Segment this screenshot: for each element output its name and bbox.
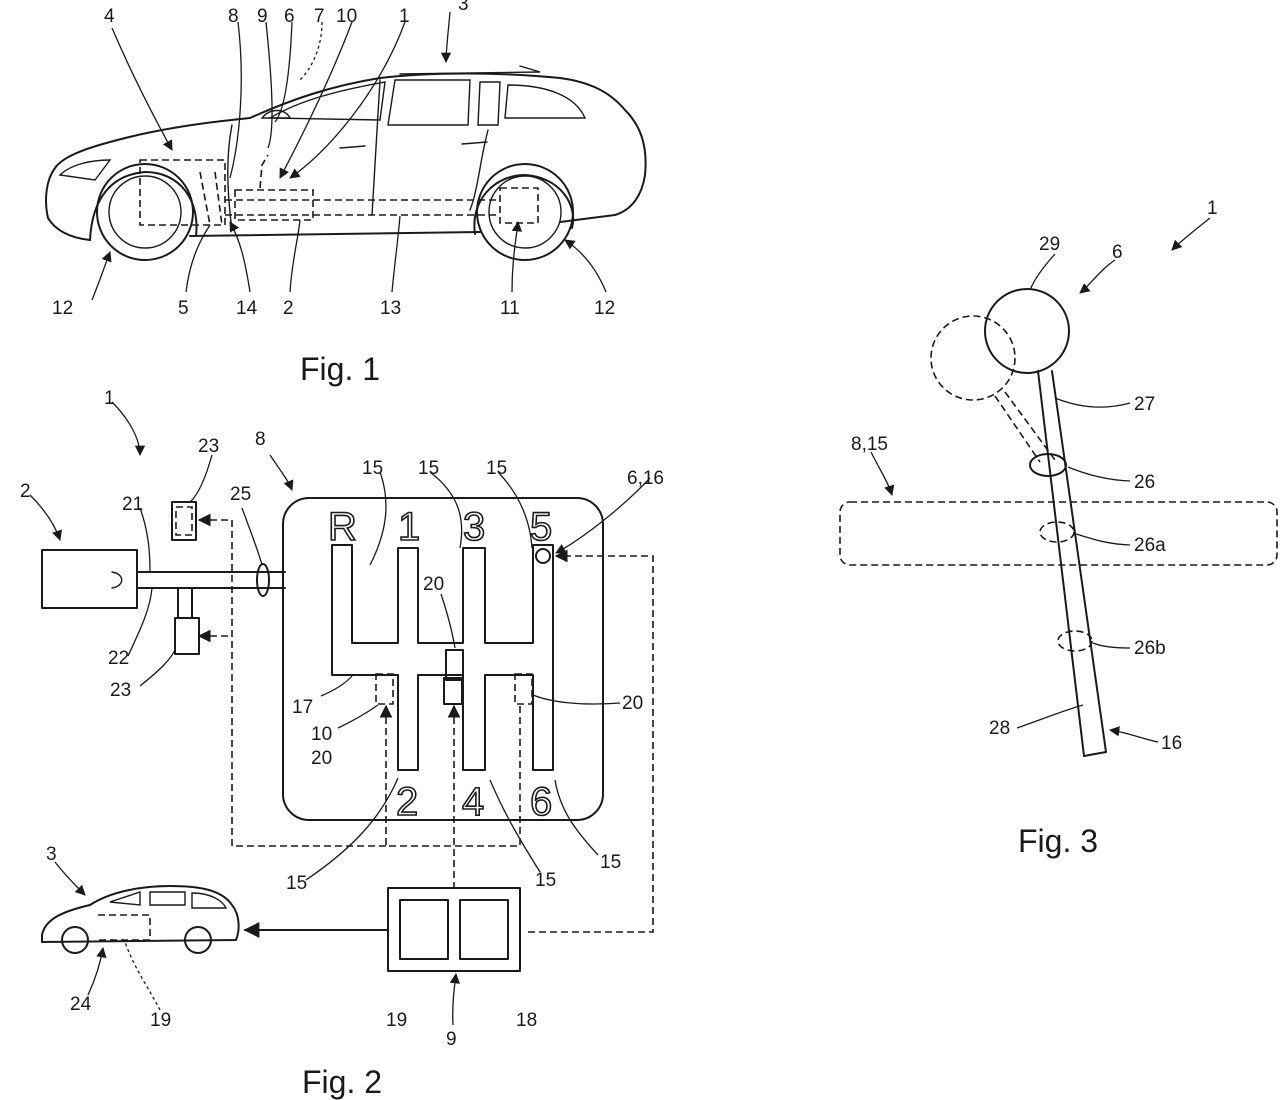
sensor-20-right [514, 673, 533, 705]
ref-2: 2 [20, 481, 31, 502]
front-unit-4 [139, 159, 226, 226]
ref-10: 10 [311, 724, 332, 745]
fig1-reference-numerals: 3 4 8 9 6 7 10 1 12 5 14 2 13 11 12 [52, 0, 615, 319]
ref-2: 2 [283, 298, 294, 319]
ref-1: 1 [1207, 198, 1218, 219]
ref-23-lower: 23 [110, 680, 131, 701]
ref-20-b: 20 [311, 748, 332, 769]
ref-14: 14 [236, 298, 258, 319]
ref-15-a: 15 [362, 458, 383, 479]
gate-slot-pattern [331, 544, 554, 771]
ref-8: 8 [255, 429, 266, 450]
ref-7: 7 [314, 6, 325, 27]
gate-plane-8-15 [839, 501, 1278, 566]
ref-15-b: 15 [418, 458, 439, 479]
ref-9: 9 [446, 1029, 457, 1050]
sensor-23-lower [174, 617, 200, 655]
gear-R: R [328, 505, 357, 549]
ref-6-16: 6,16 [627, 468, 664, 489]
ref-27: 27 [1134, 394, 1155, 415]
ref-15-f: 15 [600, 852, 621, 873]
ref-1: 1 [104, 388, 115, 409]
element-26 [1029, 453, 1067, 477]
ref-16: 16 [1161, 733, 1182, 754]
ref-12-rear: 12 [594, 298, 615, 319]
ref-15-e: 15 [535, 870, 556, 891]
ref-1: 1 [399, 6, 410, 27]
module-18 [459, 899, 509, 960]
gear-3: 3 [463, 505, 485, 549]
gear-labels: R 1 3 5 2 4 6 [327, 504, 553, 825]
control-unit-2 [234, 189, 314, 221]
sensor-23-upper [171, 501, 197, 541]
ref-15-c: 15 [486, 458, 507, 479]
ref-26b: 26b [1134, 638, 1166, 659]
front-wheel [96, 163, 194, 261]
fig1-leaders [91, 11, 607, 301]
figure-3: 1 29 6 27 8,15 26 26a 26b 28 16 Fig. 3 [839, 198, 1278, 859]
ref-6: 6 [284, 6, 295, 27]
ref-11: 11 [500, 298, 520, 319]
ref-17: 17 [292, 697, 313, 718]
module-19 [399, 899, 449, 960]
gear-4: 4 [462, 780, 484, 824]
ref-22: 22 [108, 648, 129, 669]
hidden-components [139, 154, 539, 226]
ref-3: 3 [46, 844, 57, 865]
figure-2: R 1 3 5 2 4 6 [20, 388, 664, 1100]
selector-knob-6-16 [535, 548, 551, 564]
gear-1: 1 [398, 505, 420, 549]
small-car-3 [41, 885, 240, 954]
ref-4: 4 [104, 6, 115, 27]
ref-28: 28 [989, 718, 1010, 739]
knob-29-alt-position [930, 315, 1016, 401]
gear-2: 2 [396, 780, 418, 824]
lever-27 [1037, 370, 1085, 757]
knob-29 [984, 288, 1070, 374]
ref-21: 21 [122, 494, 143, 515]
ref-19-car: 19 [150, 1010, 171, 1031]
ref-26a: 26a [1134, 535, 1166, 556]
ref-29: 29 [1039, 234, 1060, 255]
rear-unit-11 [499, 187, 539, 224]
ref-24: 24 [70, 994, 92, 1015]
ref-23-upper: 23 [198, 436, 219, 457]
fig3-caption: Fig. 3 [1018, 823, 1098, 859]
sensor-20-mid-upper [445, 649, 464, 681]
element-26a [1039, 521, 1075, 543]
ref-9: 9 [257, 6, 268, 27]
ref-18: 18 [516, 1010, 537, 1031]
ref-20-c: 20 [622, 693, 643, 714]
figure-1: 3 4 8 9 6 7 10 1 12 5 14 2 13 11 12 Fig.… [45, 0, 647, 387]
car-side-view [45, 65, 647, 261]
ref-3: 3 [458, 0, 469, 15]
gear-6: 6 [530, 780, 552, 824]
ref-19: 19 [386, 1010, 407, 1031]
ref-25: 25 [230, 484, 251, 505]
shift-gate-8 [282, 497, 604, 821]
ref-6: 6 [1112, 242, 1123, 263]
actuator-block-2 [41, 549, 138, 609]
ref-26: 26 [1134, 472, 1155, 493]
fig1-caption: Fig. 1 [300, 351, 380, 387]
ref-8: 8 [228, 6, 239, 27]
ref-5: 5 [178, 298, 189, 319]
rear-wheel [476, 163, 574, 261]
fig3-reference-numerals: 1 29 6 27 8,15 26 26a 26b 28 16 [851, 198, 1218, 754]
ref-10: 10 [336, 6, 357, 27]
fig2-reference-numerals: 1 2 21 22 23 23 25 8 15 15 15 6,16 20 17… [20, 388, 664, 1050]
element-26b [1057, 630, 1093, 652]
sensor-25 [256, 563, 270, 597]
sensor-20-left [375, 673, 394, 705]
ref-12-front: 12 [52, 298, 73, 319]
ref-8-15: 8,15 [851, 434, 888, 455]
fig2-caption: Fig. 2 [302, 1064, 382, 1100]
ref-13: 13 [380, 298, 401, 319]
ref-15-d: 15 [286, 873, 307, 894]
sensor-20-mid-lower [443, 677, 463, 705]
ref-20-a: 20 [423, 574, 444, 595]
gear-5: 5 [530, 505, 552, 549]
